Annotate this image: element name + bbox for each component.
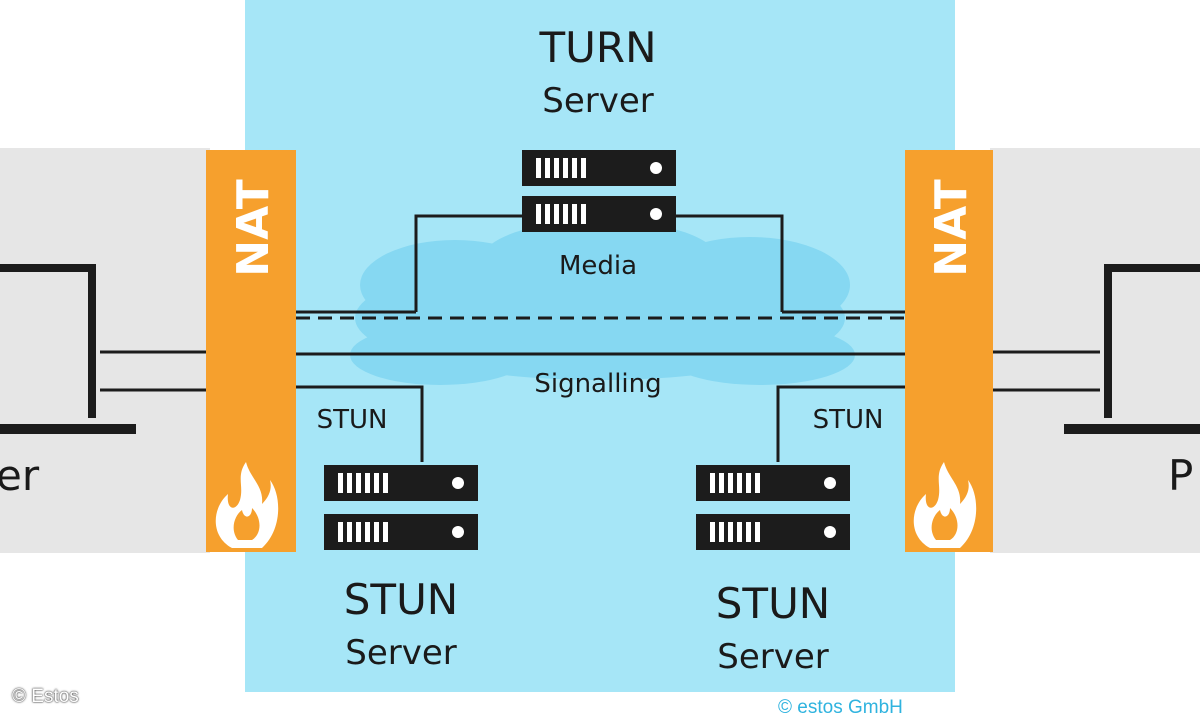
credit-right: © estos GmbH [778,697,903,718]
server-icon [696,514,850,550]
nat-left: NAT [206,150,296,552]
stun-server-right-icon [696,465,850,550]
server-icon [696,465,850,501]
signalling-label: Signalling [534,369,661,399]
flame-icon [215,462,279,548]
stun-right-link-label: STUN [813,405,884,435]
network-lines [100,214,1100,462]
nat-right: NAT [905,150,993,552]
stun-left-subtitle: Server [345,633,457,673]
stun-right-title: STUN [716,579,830,628]
peer-left-label: er [0,451,40,500]
stun-server-left-icon [324,465,478,550]
stun-right-subtitle: Server [717,637,829,677]
server-icon [522,196,676,232]
turn-server-icon [522,150,676,232]
server-icon [324,465,478,501]
stun-left-link-label: STUN [317,405,388,435]
nat-right-label: NAT [926,179,977,276]
turn-title: TURN [539,23,657,72]
nat-left-label: NAT [228,179,279,276]
peer-right-label: P [1168,451,1193,500]
turn-subtitle: Server [542,81,654,121]
server-icon [324,514,478,550]
laptop-icon [0,264,136,434]
credit-left: © Estos [12,686,79,707]
media-label: Media [559,251,637,281]
laptop-icon [1064,264,1200,434]
cloud-shape [350,220,855,385]
stun-left-title: STUN [344,575,458,624]
flame-icon [913,462,977,548]
server-icon [522,150,676,186]
